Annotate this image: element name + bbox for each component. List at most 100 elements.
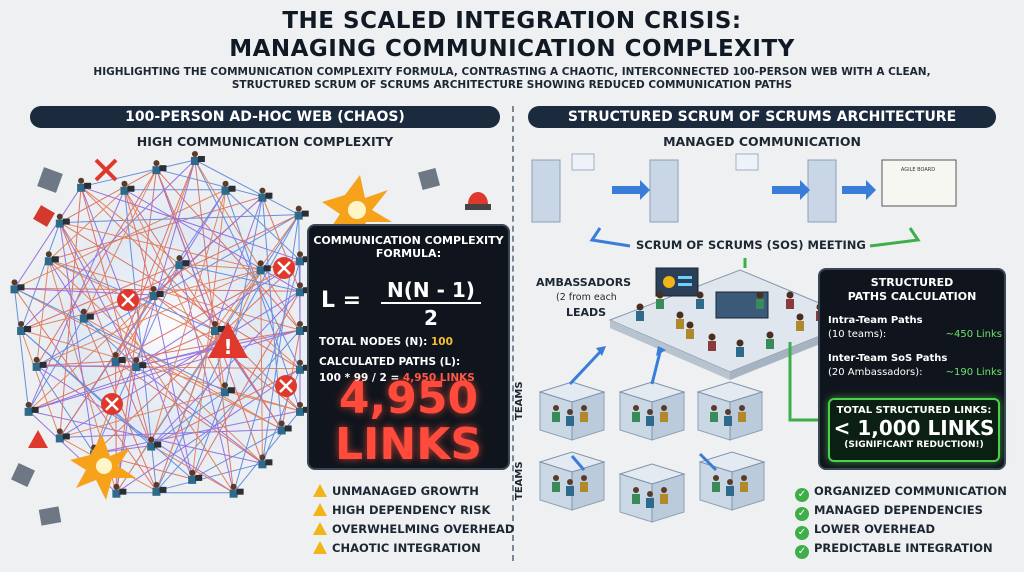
warning-triangle-icon <box>313 541 327 554</box>
risk-list: Unmanaged Growth High Dependency Risk Ov… <box>313 482 514 558</box>
error-circle-icon <box>117 289 139 311</box>
person-at-desk <box>79 308 94 323</box>
person-at-desk <box>296 251 310 266</box>
team-cubes <box>538 381 766 523</box>
web-link <box>150 445 234 494</box>
person-at-desk <box>32 356 47 371</box>
web-link <box>115 159 196 362</box>
web-link <box>115 269 262 493</box>
web-link <box>80 186 301 412</box>
total-nodes-value: 100 <box>430 336 453 348</box>
person-at-desk <box>152 481 167 496</box>
web-link <box>260 269 301 331</box>
web-link <box>224 196 263 392</box>
intra-team-row: (10 teams): ~450 Links <box>828 329 1002 340</box>
web-link <box>48 260 85 318</box>
person-at-desk <box>55 213 70 228</box>
teams-label: Teams <box>514 381 525 420</box>
sos-meeting-platform <box>608 267 862 380</box>
structured-banner: Structured Scrum of Scrums Architecture <box>528 106 996 128</box>
total-nodes-label: Total Nodes (N): <box>319 336 428 348</box>
benefit-item: ✓Organized Communication <box>795 482 1007 502</box>
person-at-desk <box>112 483 127 498</box>
web-link <box>150 189 227 446</box>
chaos-banner: 100-Person Ad-Hoc Web (Chaos) <box>30 106 500 128</box>
web-link <box>116 368 301 494</box>
big-link-count: 4,950 <box>338 373 479 424</box>
web-link <box>135 159 196 367</box>
error-circle-icon <box>275 375 297 397</box>
web-link <box>233 260 301 493</box>
web-link <box>150 390 226 446</box>
risk-item: Chaotic Integration <box>313 539 514 558</box>
ambassadors-leads: Leads <box>566 306 607 319</box>
warning-triangle-icon <box>313 522 327 535</box>
risk-item: Overwhelming Overhead <box>313 520 514 539</box>
agile-board-label: AGILE BOARD <box>901 167 935 173</box>
calculated-paths-label: Calculated Paths (L): <box>319 356 461 368</box>
check-circle-icon: ✓ <box>795 507 809 521</box>
web-link <box>83 317 137 367</box>
web-link <box>14 288 30 411</box>
sos-feedback-arrows <box>589 227 921 268</box>
chaos-web-glow <box>10 160 330 500</box>
web-link <box>226 214 300 345</box>
web-link <box>14 287 226 392</box>
benefit-item: ✓Lower Overhead <box>795 520 1007 540</box>
check-circle-icon: ✓ <box>795 526 809 540</box>
person-at-desk <box>152 160 167 175</box>
formula-panel: Communication Complexity Formula: L = N(… <box>307 224 510 470</box>
error-circle-icon <box>101 393 123 415</box>
structured-paths-panel: Structured Paths Calculation Intra-Team … <box>818 268 1006 470</box>
arrow-head <box>596 346 606 356</box>
web-link <box>194 159 299 216</box>
formula-numerator: N(N - 1) <box>381 278 481 304</box>
team-cube <box>618 463 686 523</box>
web-link <box>191 189 227 479</box>
web-link <box>179 263 301 292</box>
intra-team-label: Intra-Team Paths <box>828 315 923 326</box>
ambassador <box>796 313 804 331</box>
calculation-line: 100 * 99 / 2 = 4,950 Links <box>319 372 475 384</box>
person-at-desk <box>220 382 235 397</box>
web-link <box>59 222 235 493</box>
web-link <box>59 428 282 438</box>
web-link <box>156 168 263 198</box>
complexity-formula: L = N(N - 1) 2 <box>319 276 502 330</box>
sos-meeting-label: Scrum of Scrums (SoS) Meeting <box>636 238 866 252</box>
flow-arrow <box>612 180 876 200</box>
web-link <box>59 222 95 454</box>
web-link <box>80 186 180 265</box>
inter-team-row: (20 Ambassadors): ~190 Links <box>828 367 1002 378</box>
web-link <box>83 168 157 318</box>
web-link <box>28 343 228 412</box>
web-link <box>48 196 263 261</box>
puzzle-piece-icon <box>11 167 441 526</box>
person-at-desk <box>44 251 59 266</box>
person-at-desk <box>229 483 244 498</box>
web-link <box>194 159 301 369</box>
web-link <box>261 196 301 292</box>
person-at-desk <box>296 282 310 297</box>
web-link <box>225 189 301 261</box>
web-link <box>80 159 196 188</box>
ambassador <box>708 333 716 351</box>
web-link <box>20 263 180 331</box>
person-at-desk <box>296 401 310 416</box>
ambassadors-title: Ambassadors <box>536 276 632 289</box>
ambassador <box>686 321 694 339</box>
web-link <box>260 269 263 464</box>
web-link <box>28 329 216 412</box>
web-link <box>59 290 301 438</box>
formula-denominator: 2 <box>424 306 438 330</box>
team-cube <box>696 381 764 441</box>
page-title-line2: Managing Communication Complexity <box>229 36 795 62</box>
web-link <box>115 360 263 464</box>
benefit-item: ✓Managed Dependencies <box>795 501 1007 521</box>
web-link <box>153 294 216 331</box>
ambassador <box>736 339 744 357</box>
person-at-desk <box>258 454 273 469</box>
web-link <box>36 260 50 366</box>
web-link <box>155 169 216 331</box>
calculation-value: 4,950 Links <box>402 372 475 384</box>
